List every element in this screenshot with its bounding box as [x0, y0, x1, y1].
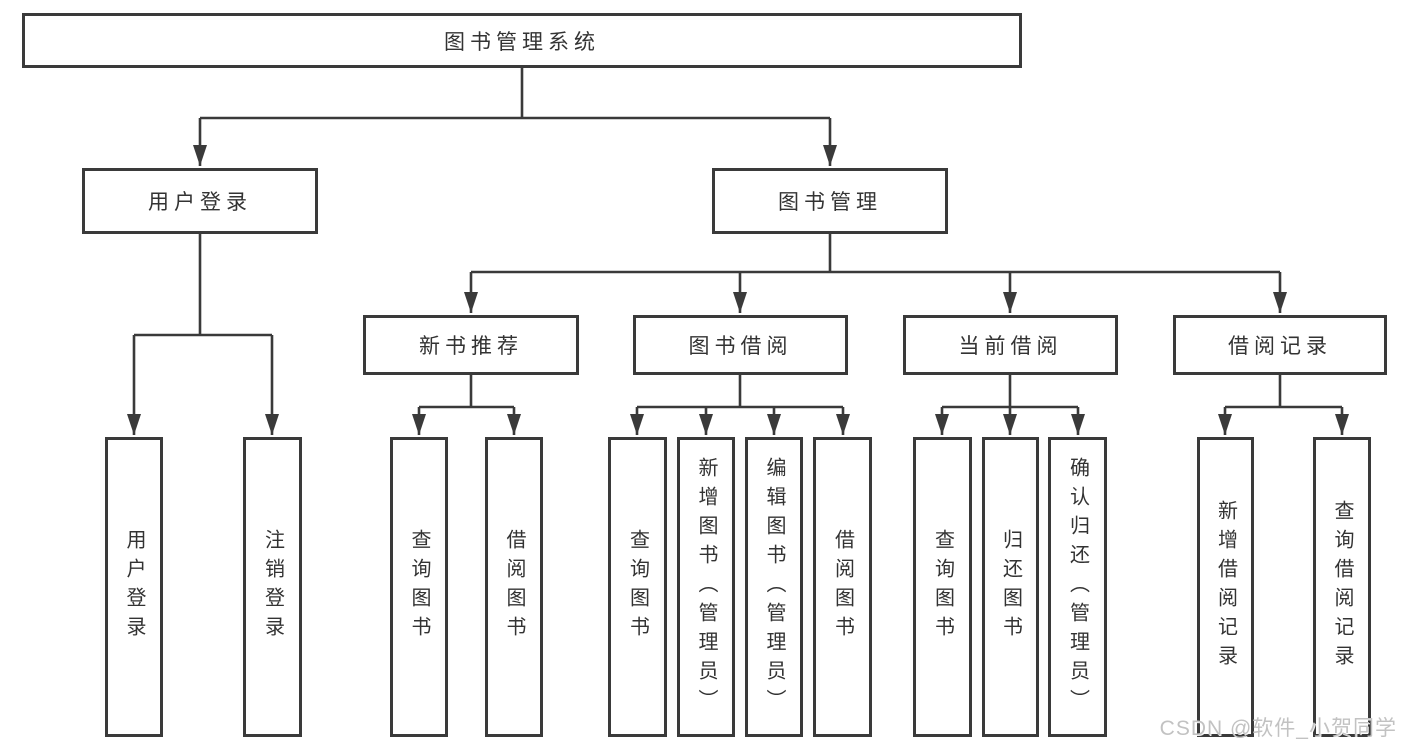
leaf-borrow-books: 借阅图书 — [813, 437, 872, 737]
leaf-query-books-recommend-label: 查询图书 — [408, 529, 430, 645]
leaf-query-books-current: 查询图书 — [913, 437, 972, 737]
leaf-query-books-recommend: 查询图书 — [390, 437, 448, 737]
leaf-return-books: 归还图书 — [982, 437, 1039, 737]
leaf-query-borrow-record-label: 查询借阅记录 — [1331, 500, 1353, 674]
leaf-query-books-current-label: 查询图书 — [931, 529, 954, 645]
leaf-add-books-admin-label: 新增图书（管理员） — [695, 456, 717, 718]
node-user-login: 用户登录 — [82, 168, 318, 234]
leaf-query-borrow-record: 查询借阅记录 — [1313, 437, 1371, 737]
leaf-borrow-books-recommend-label: 借阅图书 — [503, 529, 525, 645]
leaf-query-books-borrow: 查询图书 — [608, 437, 667, 737]
leaf-borrow-books-label: 借阅图书 — [831, 529, 854, 645]
leaf-confirm-return-admin: 确认归还（管理员） — [1048, 437, 1107, 737]
leaf-edit-books-admin: 编辑图书（管理员） — [745, 437, 803, 737]
leaf-add-borrow-record-label: 新增借阅记录 — [1214, 500, 1237, 674]
leaf-logout-label: 注销登录 — [261, 529, 284, 645]
leaf-logout: 注销登录 — [243, 437, 302, 737]
node-new-book-recommend: 新书推荐 — [363, 315, 579, 375]
node-book-borrow: 图书借阅 — [633, 315, 848, 375]
node-root-library-system: 图书管理系统 — [22, 13, 1022, 68]
leaf-edit-books-admin-label: 编辑图书（管理员） — [763, 456, 785, 718]
node-book-management: 图书管理 — [712, 168, 948, 234]
leaf-confirm-return-admin-label: 确认归还（管理员） — [1066, 456, 1089, 718]
leaf-user-login: 用户登录 — [105, 437, 163, 737]
leaf-add-borrow-record: 新增借阅记录 — [1197, 437, 1254, 737]
leaf-user-login-label: 用户登录 — [123, 529, 145, 645]
node-borrow-record: 借阅记录 — [1173, 315, 1387, 375]
node-current-borrow: 当前借阅 — [903, 315, 1118, 375]
leaf-return-books-label: 归还图书 — [999, 529, 1022, 645]
leaf-add-books-admin: 新增图书（管理员） — [677, 437, 735, 737]
csdn-watermark: CSDN @软件_小贺同学 — [1159, 717, 1397, 740]
leaf-query-books-borrow-label: 查询图书 — [626, 529, 649, 645]
leaf-borrow-books-recommend: 借阅图书 — [485, 437, 543, 737]
